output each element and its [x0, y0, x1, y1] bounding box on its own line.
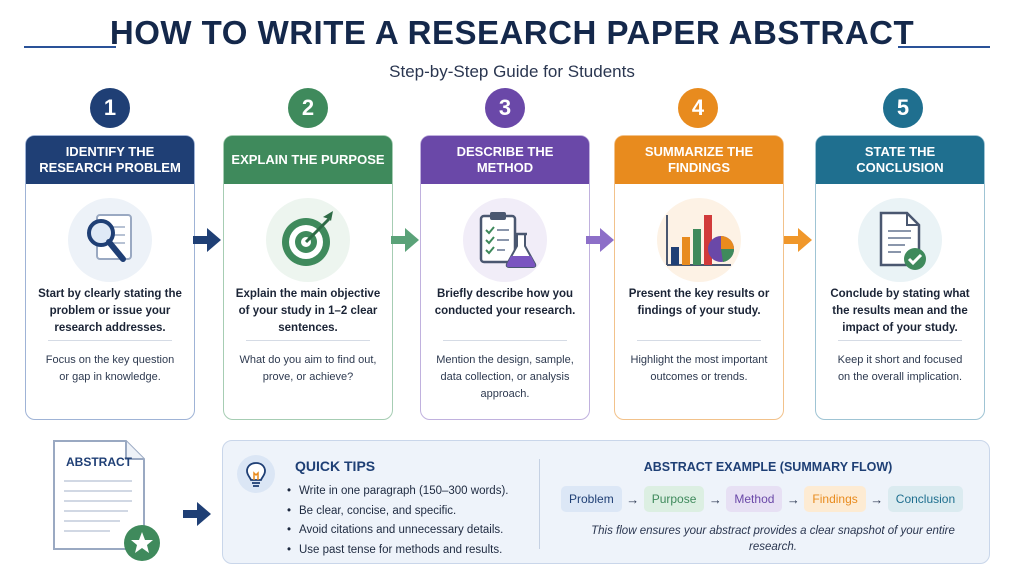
flow-step-findings: Findings [804, 486, 866, 512]
step-note: Mention the design, sample, data collect… [436, 354, 574, 400]
magnifier-document-icon [87, 214, 132, 262]
example-note: This flow ensures your abstract provides… [591, 525, 955, 553]
flow-step-problem: Problem [561, 486, 622, 512]
tip-item: Write in one paragraph (150–300 words). [285, 482, 508, 502]
icon-circle [463, 198, 547, 282]
divider [838, 340, 962, 341]
step-note: Focus on the key question or gap in know… [45, 354, 175, 383]
lightbulb-icon [246, 462, 266, 487]
step-heading: IDENTIFY THE RESEARCH PROBLEM [26, 136, 194, 184]
step-note: Highlight the most important outcomes or… [630, 354, 768, 383]
tips-panel: QUICK TIPS Write in one paragraph (150–3… [222, 440, 990, 564]
flow-arrow: → [870, 491, 884, 507]
arrow-right-icon [183, 502, 211, 526]
tips-title: QUICK TIPS [295, 458, 376, 474]
arrow-right-icon [784, 228, 812, 252]
step-card-1: IDENTIFY THE RESEARCH PROBLEM Start by c… [25, 135, 195, 420]
clipboard-flask-icon [479, 212, 537, 268]
tip-item: Be clear, concise, and specific. [285, 502, 508, 522]
page-header: HOW TO WRITE A RESEARCH PAPER ABSTRACT [0, 14, 1024, 52]
summary-flow: Problem → Purpose → Method → Findings → … [561, 486, 981, 512]
star-badge-icon [124, 525, 160, 561]
step-card-4: SUMMARIZE THE FINDINGS Present the key r… [614, 135, 784, 420]
abstract-document: ABSTRACT [40, 437, 160, 561]
flow-arrow: → [708, 491, 722, 507]
step-card-5: STATE THE CONCLUSION Conclude by stating… [815, 135, 985, 420]
abstract-label: ABSTRACT [66, 455, 132, 469]
tip-item: Use past tense for methods and results. [285, 541, 508, 561]
page-title: HOW TO WRITE A RESEARCH PAPER ABSTRACT [109, 14, 915, 51]
divider [443, 340, 567, 341]
divider [48, 340, 172, 341]
arrow-right-icon [391, 228, 419, 252]
step-number-3: 3 [485, 88, 525, 128]
step-description: Start by clearly stating the problem or … [38, 288, 182, 334]
tip-item: Avoid citations and unnecessary details. [285, 521, 508, 541]
step-heading: DESCRIBE THE METHOD [421, 136, 589, 184]
divider [637, 340, 761, 341]
step-note: What do you aim to find out, prove, or a… [239, 354, 377, 383]
step-note: Keep it short and focused on the overall… [837, 354, 963, 383]
arrow-right-icon [193, 228, 221, 252]
panel-divider [539, 459, 540, 549]
step-description: Explain the main objective of your study… [235, 288, 381, 334]
icon-circle [266, 198, 350, 282]
icon-circle [858, 198, 942, 282]
divider [246, 340, 370, 341]
example-title: ABSTRACT EXAMPLE (SUMMARY FLOW) [643, 460, 893, 474]
flow-step-purpose: Purpose [643, 486, 705, 512]
step-description: Briefly describe how you conducted your … [434, 288, 576, 317]
flow-arrow: → [786, 491, 800, 507]
abstract-document-icon [53, 440, 145, 550]
lightbulb-icon-circle [237, 455, 275, 493]
step-description: Conclude by stating what the results mea… [830, 288, 970, 334]
title-rule-right [898, 46, 990, 48]
page-subtitle: Step-by-Step Guide for Students [389, 62, 635, 81]
document-check-icon [879, 211, 926, 270]
step-number-4: 4 [678, 88, 718, 128]
step-number-1: 1 [90, 88, 130, 128]
step-number-2: 2 [288, 88, 328, 128]
flow-step-method: Method [726, 486, 783, 512]
step-heading: STATE THE CONCLUSION [816, 136, 984, 184]
step-card-3: DESCRIBE THE METHOD Briefly describe how… [420, 135, 590, 420]
icon-circle [68, 198, 152, 282]
step-heading: EXPLAIN THE PURPOSE [224, 136, 392, 184]
step-card-2: EXPLAIN THE PURPOSE Explain the main obj… [223, 135, 393, 420]
title-rule-left [24, 46, 116, 48]
step-description: Present the key results or findings of y… [628, 288, 770, 317]
icon-circle [657, 198, 741, 282]
step-heading: SUMMARIZE THE FINDINGS [615, 136, 783, 184]
step-number-5: 5 [883, 88, 923, 128]
bar-chart-icon [666, 215, 735, 266]
tips-list: Write in one paragraph (150–300 words). … [285, 482, 508, 560]
target-icon [282, 211, 333, 266]
flow-step-conclusion: Conclusion [887, 486, 964, 512]
arrow-right-icon [586, 228, 614, 252]
flow-arrow: → [626, 491, 640, 507]
